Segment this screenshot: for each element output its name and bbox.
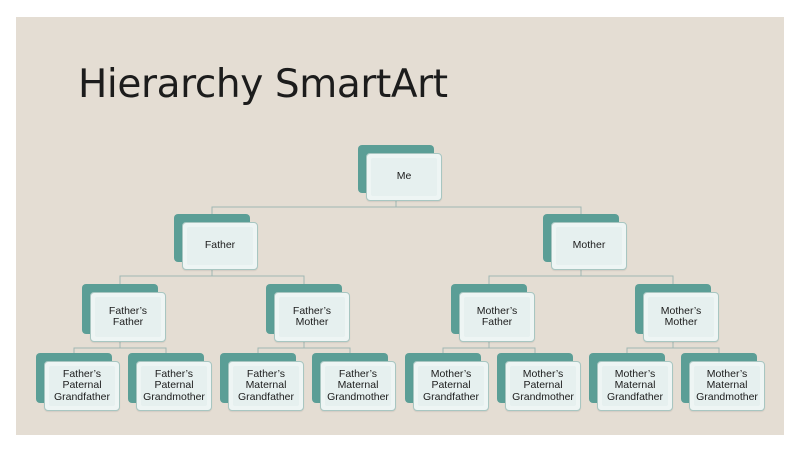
node-mothers-paternal-grandmother[interactable]: Mother’s Paternal Grandmother [497,353,581,411]
connector-fm-children [257,342,351,354]
node-label: Mother’s Father [476,304,518,328]
connector-mf-children [442,342,536,354]
node-fathers-paternal-grandfather[interactable]: Father’s Paternal Grandfather [36,353,120,411]
connector-mm-children [626,342,720,354]
node-label: Mother’s Maternal Grandmother [696,367,758,403]
node-label: Me [396,170,412,183]
node-father[interactable]: Father [174,214,258,270]
node-label: Mother [572,239,606,252]
node-label: Father’s Father [108,304,148,328]
connector-mother-children [488,270,674,285]
node-label: Father [204,239,236,252]
node-mothers-maternal-grandmother[interactable]: Mother’s Maternal Grandmother [681,353,765,411]
slide: Hierarchy SmartArt Me Father Mother [16,17,784,435]
node-label: Father’s Mother [292,304,332,328]
node-mothers-maternal-grandfather[interactable]: Mother’s Maternal Grandfather [589,353,673,411]
node-me[interactable]: Me [358,145,442,201]
node-fathers-father[interactable]: Father’s Father [82,284,166,342]
node-fathers-paternal-grandmother[interactable]: Father’s Paternal Grandmother [128,353,212,411]
node-label: Father’s Maternal Grandmother [327,367,389,403]
node-mothers-mother[interactable]: Mother’s Mother [635,284,719,342]
connector-me-parents [211,201,582,216]
node-mothers-paternal-grandfather[interactable]: Mother’s Paternal Grandfather [405,353,489,411]
node-fathers-mother[interactable]: Father’s Mother [266,284,350,342]
connector-lines [73,201,720,354]
slide-title: Hierarchy SmartArt [78,62,448,107]
node-mother[interactable]: Mother [543,214,627,270]
node-label: Father’s Paternal Grandmother [143,367,205,403]
node-label: Mother’s Mother [660,304,702,328]
node-label: Mother’s Maternal Grandfather [606,367,664,403]
connector-ff-children [73,342,167,354]
node-label: Mother’s Paternal Grandmother [512,367,574,403]
node-label: Father’s Maternal Grandfather [237,367,295,403]
connector-father-children [119,270,305,285]
node-fathers-maternal-grandmother[interactable]: Father’s Maternal Grandmother [312,353,396,411]
node-mothers-father[interactable]: Mother’s Father [451,284,535,342]
node-label: Father’s Paternal Grandfather [53,367,111,403]
node-fathers-maternal-grandfather[interactable]: Father’s Maternal Grandfather [220,353,304,411]
node-label: Mother’s Paternal Grandfather [422,367,480,403]
